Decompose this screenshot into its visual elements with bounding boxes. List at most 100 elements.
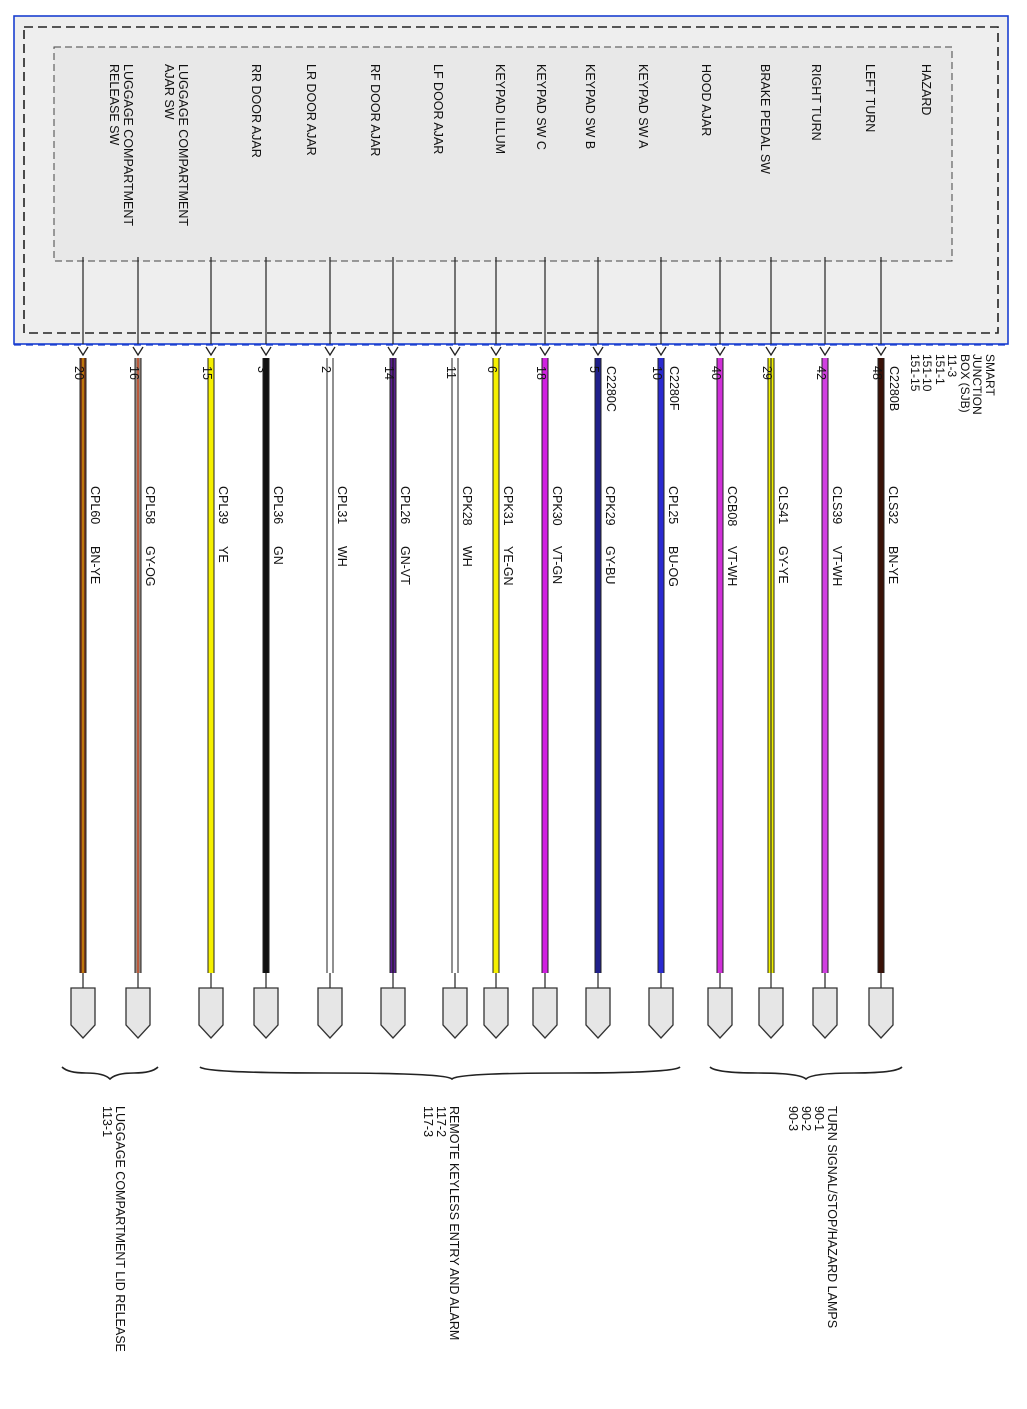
module-title-line: BOX (SJB) xyxy=(958,354,972,413)
wire-color-code: YE-GN xyxy=(501,546,515,586)
inline-connector xyxy=(70,987,96,1039)
pin-arrow xyxy=(449,346,461,357)
inline-connector xyxy=(758,987,784,1039)
module-title-line: 11-3 xyxy=(945,354,960,378)
module-inner-outline xyxy=(53,46,953,262)
wire-color-code: BN-YE xyxy=(88,546,102,585)
pin-arrow xyxy=(490,346,502,357)
inline-connector xyxy=(585,987,611,1039)
wire-color-code: GY-BU xyxy=(603,546,617,585)
destination-group-line: TURN SIGNAL/STOP/HAZARD LAMPS xyxy=(825,1106,839,1329)
wire-cpl36 xyxy=(263,358,269,973)
wire-cpk29 xyxy=(595,358,601,973)
pin-number: 48 xyxy=(870,366,884,380)
pin-number: 16 xyxy=(127,366,141,380)
wire-color-code: YE xyxy=(216,546,230,563)
module-title-line: 151-10 xyxy=(920,354,935,392)
circuit-function-label: HAZARD xyxy=(919,64,933,116)
pin-arrow xyxy=(324,346,336,357)
inline-connector xyxy=(648,987,674,1039)
inline-connector xyxy=(707,987,733,1039)
pin-number: 10 xyxy=(650,366,664,380)
circuit-function-label: BRAKE PEDAL SW xyxy=(758,64,772,174)
wire-color-code: WH xyxy=(335,546,349,567)
circuit-number: CPK29 xyxy=(603,486,617,526)
circuit-number: CLS32 xyxy=(886,486,900,525)
inline-connector xyxy=(483,987,509,1039)
circuit-function-label: HOOD AJAR xyxy=(699,64,713,137)
pin-number: 11 xyxy=(444,366,458,379)
wire-color-code: VT-GN xyxy=(550,546,564,585)
module-title-line: 151-15 xyxy=(908,354,922,392)
inline-connector xyxy=(198,987,224,1039)
wire-color-code: GY-OG xyxy=(143,546,157,587)
circuit-function-label: KEYPAD ILLUM xyxy=(493,64,507,155)
wire-color-code: GN xyxy=(271,546,285,565)
wire-cls39 xyxy=(822,358,828,973)
circuit-number: CLS41 xyxy=(776,486,790,525)
group-brace xyxy=(199,1066,681,1081)
wire-cpl39 xyxy=(208,358,214,973)
destination-group-line: LUGGAGE COMPARTMENT LID RELEASE xyxy=(113,1106,127,1352)
module-title-line: JUNCTION xyxy=(970,354,985,415)
module-dashed-outline xyxy=(23,26,999,334)
circuit-function-label: RIGHT TURN xyxy=(809,64,823,141)
connector-id: C2280F xyxy=(667,366,681,411)
group-brace xyxy=(709,1066,903,1081)
destination-group-line: 90-3 xyxy=(786,1106,800,1132)
circuit-number: CPL36 xyxy=(271,486,285,525)
circuit-function-label: KEYPAD SW C xyxy=(534,64,548,150)
wire-cpk28 xyxy=(452,358,458,973)
circuit-number: CPL60 xyxy=(88,486,102,525)
destination-group-line: 117-2 xyxy=(434,1106,448,1138)
pin-arrow xyxy=(655,346,667,357)
wire-stripe xyxy=(82,358,84,973)
pin-arrow xyxy=(77,346,89,357)
wire-color-code: GY-YE xyxy=(776,546,790,584)
circuit-function-label: KEYPAD SW B xyxy=(583,64,597,150)
group-brace xyxy=(61,1066,159,1081)
destination-group-line: REMOTE KEYLESS ENTRY AND ALARM xyxy=(447,1106,461,1341)
pin-arrow xyxy=(132,346,144,357)
inline-connector xyxy=(253,987,279,1039)
wire-color-code: VT-WH xyxy=(725,546,739,587)
circuit-number: CLS39 xyxy=(830,486,844,525)
circuit-number: CPL31 xyxy=(335,486,349,525)
circuit-function-label: RR DOOR AJAR xyxy=(249,64,263,158)
circuit-number: CPK31 xyxy=(501,486,515,526)
inline-connector xyxy=(380,987,406,1039)
pin-number: 5 xyxy=(587,366,601,373)
connector-id: C2280B xyxy=(887,366,901,412)
destination-group-line: 90-2 xyxy=(799,1106,813,1132)
inline-connector xyxy=(868,987,894,1039)
wire-color-code: VT-WH xyxy=(830,546,844,587)
pin-number: 18 xyxy=(534,366,548,380)
wire-cpk31 xyxy=(493,358,499,973)
wire-cls32 xyxy=(878,358,884,973)
pin-arrow xyxy=(539,346,551,357)
inline-connector xyxy=(442,987,468,1039)
circuit-number: CCB08 xyxy=(725,486,739,527)
circuit-number: CPL26 xyxy=(398,486,412,525)
pin-arrow xyxy=(592,346,604,357)
pin-number: 3 xyxy=(255,366,269,373)
pin-arrow xyxy=(875,346,887,357)
module-title-line: 151-1 xyxy=(933,354,947,385)
pin-number: 29 xyxy=(760,366,774,380)
wire-stripe xyxy=(137,358,139,973)
inline-connector xyxy=(317,987,343,1039)
pin-number: 6 xyxy=(485,366,499,373)
inline-connector xyxy=(125,987,151,1039)
circuit-number: CPL39 xyxy=(216,486,230,525)
circuit-number: CPL25 xyxy=(666,486,680,525)
pin-arrow xyxy=(714,346,726,357)
pin-number: 20 xyxy=(72,366,86,380)
pin-number: 42 xyxy=(814,366,828,380)
pin-arrow xyxy=(765,346,777,357)
circuit-function-label: KEYPAD SW A xyxy=(636,64,650,149)
pin-number: 2 xyxy=(319,366,333,373)
